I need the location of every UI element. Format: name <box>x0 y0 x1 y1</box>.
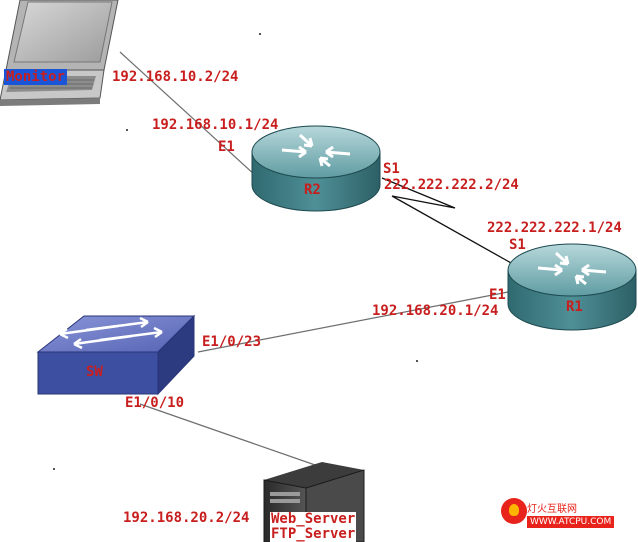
monitor-ip-label: 192.168.10.2/24 <box>112 69 239 85</box>
switch-sw-icon <box>36 314 196 396</box>
link-sw-r1 <box>197 291 509 353</box>
server-label-web: Web_Server <box>270 511 357 527</box>
watermark-cn-text: 灯火互联网 <box>527 504 577 515</box>
links <box>119 51 521 467</box>
router-r2-icon <box>251 125 381 212</box>
flame-icon <box>501 498 527 524</box>
r2-e1-ip-label: 192.168.10.1/24 <box>152 117 279 133</box>
stray-dots <box>53 33 418 470</box>
link-r2-r1-serial <box>381 177 521 269</box>
watermark-url: WWW.ATCPU.COM <box>527 516 615 528</box>
laptop-icon <box>0 0 119 106</box>
switch-sw-label: SW <box>86 364 103 380</box>
server-label-ftp: FTP_Server <box>270 526 357 542</box>
router-r2-label: R2 <box>304 182 321 198</box>
r2-e1-interface-label: E1 <box>218 139 235 155</box>
server-ip-label: 192.168.20.2/24 <box>123 510 250 526</box>
watermark-logo: 灯火互联网 WWW.ATCPU.COM <box>499 496 634 536</box>
r1-s1-interface-label: S1 <box>509 237 526 253</box>
sw-server-port-label: E1/0/10 <box>125 395 185 411</box>
router-r1-icon <box>507 243 637 331</box>
r2-s1-interface-label: S1 <box>383 161 400 177</box>
monitor-label: Monitor <box>4 69 68 85</box>
r2-s1-ip-label: 222.222.222.2/24 <box>384 177 519 193</box>
router-r1-label: R1 <box>566 299 583 315</box>
r1-s1-ip-label: 222.222.222.1/24 <box>487 220 622 236</box>
link-sw-server <box>139 403 319 467</box>
r1-e1-ip-label: 192.168.20.1/24 <box>372 303 499 319</box>
link-monitor-r2 <box>119 51 256 176</box>
r1-e1-interface-label: E1 <box>489 287 506 303</box>
sw-uplink-interface-label: E1/0/23 <box>202 334 262 350</box>
